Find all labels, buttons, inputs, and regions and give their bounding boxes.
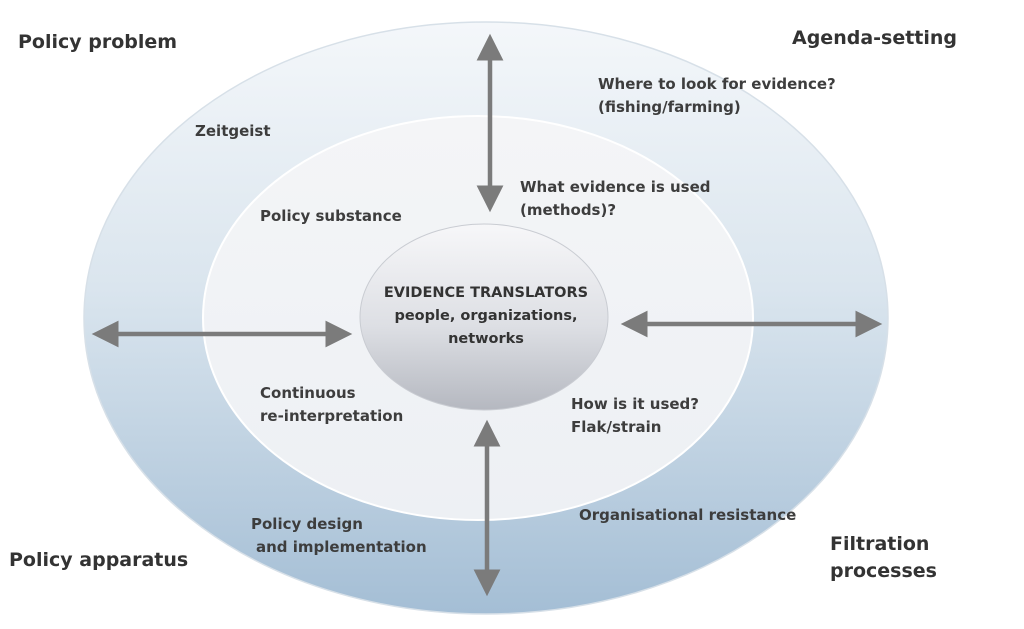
how-line-1: How is it used?	[571, 395, 699, 413]
filtration-line-2: processes	[830, 560, 937, 582]
filtration-line-1: Filtration	[830, 533, 930, 555]
label-how-is-it-used: How is it used? Flak/strain	[571, 393, 699, 439]
where-line-2: (fishing/farming)	[598, 98, 741, 116]
label-where-to-look: Where to look for evidence? (fishing/far…	[598, 73, 836, 119]
continuous-line-2: re-interpretation	[260, 407, 404, 425]
label-what-evidence: What evidence is used (methods)?	[520, 176, 711, 222]
continuous-line-1: Continuous	[260, 384, 356, 402]
where-line-1: Where to look for evidence?	[598, 75, 836, 93]
design-line-2: and implementation	[256, 538, 427, 556]
center-line-3: networks	[448, 331, 524, 347]
label-continuous-reinterpretation: Continuous re-interpretation	[260, 382, 403, 428]
what-line-1: What evidence is used	[520, 178, 711, 196]
label-filtration-processes: Filtration processes	[830, 531, 937, 585]
label-policy-substance: Policy substance	[260, 207, 402, 225]
design-line-1: Policy design	[251, 515, 363, 533]
label-policy-problem: Policy problem	[18, 31, 178, 53]
label-policy-design: Policy design and implementation	[251, 513, 427, 559]
inner-circle	[359, 223, 609, 411]
center-line-1: EVIDENCE TRANSLATORS	[383, 285, 589, 301]
label-agenda-setting: Agenda-setting	[792, 27, 958, 49]
what-line-2: (methods)?	[520, 201, 617, 219]
center-evidence-translators: EVIDENCE TRANSLATORS people, organizatio…	[364, 282, 608, 351]
label-zeitgeist: Zeitgeist	[195, 122, 271, 140]
center-line-2: people, organizations,	[394, 308, 578, 324]
label-organisational-resistance: Organisational resistance	[579, 506, 797, 524]
label-policy-apparatus: Policy apparatus	[9, 549, 189, 571]
how-line-2: Flak/strain	[571, 418, 662, 436]
